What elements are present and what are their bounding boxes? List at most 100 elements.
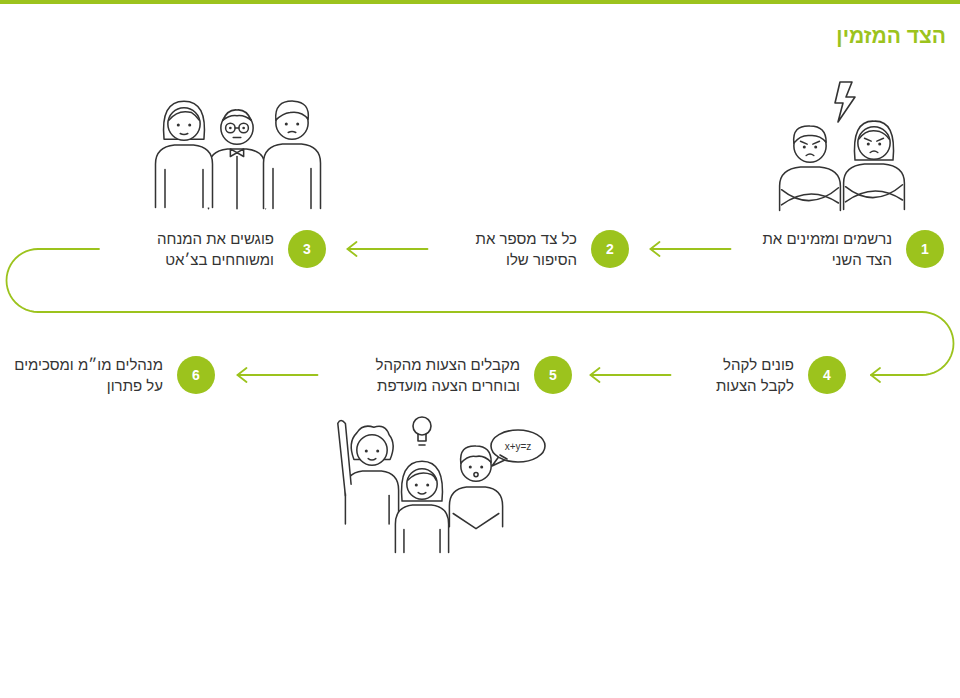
person-figure: [878, 142, 881, 145]
top-rule: [0, 0, 960, 4]
speech-bubble: [491, 430, 545, 462]
person-figure: [806, 154, 814, 155]
mediator-figure: [233, 137, 241, 139]
person-figure: [276, 101, 309, 120]
step-node: 1 נרשמים ומזמינים את הצד השני: [752, 228, 944, 270]
step-node: 3 פוגשים את המנחה ומשוחחים בצ׳אט: [124, 228, 326, 270]
step-number: 1: [906, 230, 944, 268]
step-text: נרשמים ומזמינים את הצד השני: [752, 228, 892, 270]
flow-arrow: [591, 374, 671, 376]
step-number: 5: [534, 356, 572, 394]
person-figure: [168, 108, 200, 140]
lightbulb-symbol: [419, 444, 425, 446]
step-node: 6 מנהלים מו״מ ומסכימים על פתרון: [13, 354, 215, 396]
person-figure: [814, 145, 817, 148]
person-figure: [264, 144, 321, 209]
diagram-title: הצד המזמין: [836, 24, 946, 48]
step-node: 4 פונים לקהל לקבל הצעות: [689, 354, 846, 396]
mediator-figure: [235, 127, 239, 129]
person-figure: [461, 446, 492, 463]
person-figure: [395, 505, 448, 553]
person-figure: [404, 530, 440, 553]
person-figure: [296, 122, 299, 125]
person-figure: [285, 122, 288, 125]
person-figure: [180, 133, 188, 135]
person-figure: [365, 449, 368, 452]
person-figure: [418, 493, 426, 494]
person-figure: [474, 472, 478, 476]
person-figure: [156, 145, 213, 208]
person-figure: [164, 101, 205, 139]
speech-bubble: [491, 430, 545, 466]
person-figure: [801, 141, 820, 144]
lightbulb-symbol: [413, 417, 431, 435]
step-text: כל צד מספר את הסיפור שלו: [449, 228, 577, 270]
speech-bubble: [500, 455, 507, 459]
step-number: 6: [177, 356, 215, 394]
person-figure: [338, 421, 351, 496]
mediator-figure: [209, 149, 266, 209]
mediator-figure: [209, 110, 266, 209]
person-figure: [854, 121, 893, 160]
person-figure: [865, 138, 884, 141]
person-figure: [402, 461, 443, 501]
lightning-symbol: [835, 82, 855, 122]
person-figure: [780, 167, 841, 211]
person-figure: [388, 496, 390, 524]
person-figure: [415, 483, 418, 486]
flow-arrow: [238, 374, 318, 376]
mediator-figure: [236, 157, 238, 209]
mediator-figure: [229, 127, 232, 130]
person-figure: [408, 473, 437, 480]
person-figure: [867, 142, 870, 145]
person-figure: [453, 514, 499, 529]
step-text: מנהלים מו״מ ומסכימים על פתרון: [13, 354, 163, 396]
mediator-figure: [239, 123, 249, 133]
person-figure: [345, 471, 398, 524]
person-figure: [264, 101, 321, 208]
step-number: 4: [808, 356, 846, 394]
flow-arrow: [348, 248, 428, 250]
person-figure: [288, 131, 296, 133]
person-figure: [844, 164, 905, 210]
person-figure: [449, 487, 502, 527]
flow-arrow: [651, 248, 731, 250]
step-text: פונים לקהל לקבל הצעות: [689, 354, 794, 396]
person-figure: [859, 131, 889, 140]
person-figure: [395, 461, 448, 552]
person-figure: [177, 123, 180, 126]
person-figure: [794, 126, 826, 143]
person-figure: [188, 123, 191, 126]
step-text: מקבלים הצעות מהקהל ובוחרים הצעה מועדפת: [340, 354, 520, 396]
person-figure: [449, 446, 502, 529]
step-node: 2 כל צד מספר את הסיפור שלו: [449, 228, 629, 270]
person-figure: [376, 449, 379, 452]
person-figure: [870, 151, 878, 152]
person-figure: [803, 145, 806, 148]
person-figure: [165, 170, 203, 208]
person-figure: [169, 112, 199, 121]
person-figure: [469, 465, 472, 468]
step-number: 2: [591, 230, 629, 268]
mediator-figure: [223, 110, 252, 121]
lightbulb-symbol: [413, 417, 431, 445]
person-figure: [782, 194, 839, 205]
person-figure: [156, 101, 213, 207]
person-figure: [858, 127, 890, 159]
lightning-symbol: [835, 82, 855, 122]
step-number: 3: [288, 230, 326, 268]
mediator-figure: [230, 149, 243, 157]
person-figure: [407, 469, 437, 499]
person-figure: [338, 421, 399, 525]
person-figure: [780, 126, 841, 211]
person-figure: [480, 465, 483, 468]
person-figure: [357, 435, 387, 465]
formula-label: x+y=z: [505, 441, 532, 452]
step-text: פוגשים את המנחה ומשוחחים בצ׳אט: [124, 228, 274, 270]
mediator-figure: [242, 127, 245, 130]
person-figure: [846, 191, 903, 202]
lightbulb-symbol: [418, 434, 426, 441]
person-figure: [426, 483, 429, 486]
